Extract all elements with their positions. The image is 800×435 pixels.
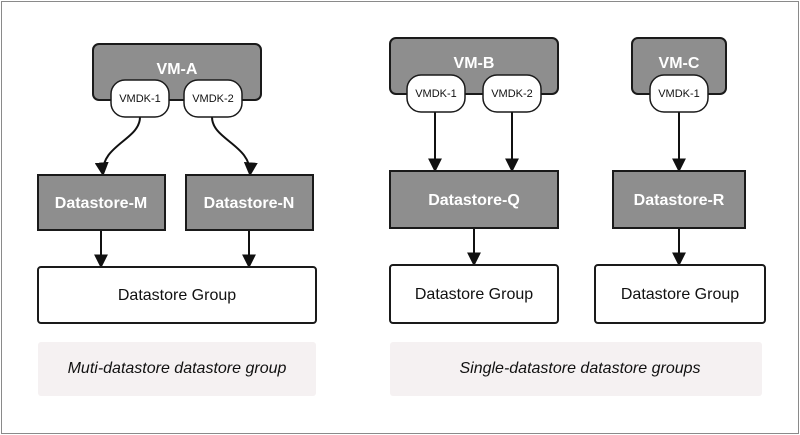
caption-right-panel: Single-datastore datastore groups (390, 342, 762, 396)
datastore-group-middle: Datastore Group (389, 264, 559, 324)
datastore-m-box: Datastore-M (37, 174, 166, 231)
datastore-group-right: Datastore Group (594, 264, 766, 324)
caption-right-text: Single-datastore datastore groups (459, 360, 700, 377)
vm-b-label: VM-B (454, 55, 495, 72)
datastore-n-box: Datastore-N (185, 174, 314, 231)
vm-c-vmdk-1-label: VMDK-1 (658, 88, 700, 100)
datastore-r-box: Datastore-R (612, 170, 746, 229)
datastore-m-label: Datastore-M (55, 195, 147, 212)
connector-arrows (94, 112, 686, 269)
datastore-group-right-label: Datastore Group (621, 286, 739, 303)
caption-left-panel: Muti-datastore datastore group (38, 342, 316, 396)
vm-c-vmdk-1: VMDK-1 (649, 74, 709, 113)
datastore-q-label: Datastore-Q (428, 192, 520, 209)
vm-b-vmdk-1-label: VMDK-1 (415, 88, 457, 100)
vm-a-vmdk-1-label: VMDK-1 (119, 93, 161, 105)
datastore-n-label: Datastore-N (204, 195, 295, 212)
vm-b-vmdk-2-label: VMDK-2 (491, 88, 533, 100)
vm-a-label: VM-A (157, 61, 198, 78)
datastore-q-box: Datastore-Q (389, 170, 559, 229)
arrow-vmdk1-to-datastore-m (94, 116, 141, 177)
vm-a-vmdk-1: VMDK-1 (110, 79, 170, 118)
datastore-group-left-label: Datastore Group (118, 287, 236, 304)
vm-b-vmdk-1: VMDK-1 (406, 74, 466, 113)
caption-left-text: Muti-datastore datastore group (68, 360, 287, 377)
vm-a-vmdk-2: VMDK-2 (183, 79, 243, 118)
vm-b-vmdk-2: VMDK-2 (482, 74, 542, 113)
arrow-vmdk2-to-datastore-n (211, 116, 258, 177)
datastore-group-middle-label: Datastore Group (415, 286, 533, 303)
datastore-r-label: Datastore-R (634, 192, 725, 209)
vm-c-label: VM-C (659, 55, 700, 72)
vm-a-vmdk-2-label: VMDK-2 (192, 93, 234, 105)
datastore-group-left: Datastore Group (37, 266, 317, 324)
